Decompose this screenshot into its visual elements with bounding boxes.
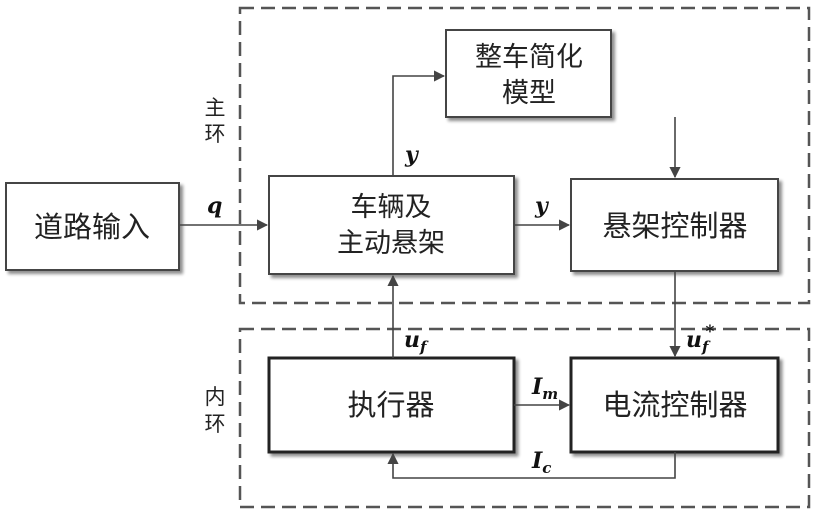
vehicle-suspension-block: 车辆及 主动悬架 bbox=[269, 176, 514, 274]
signal-I-c-subscript: c bbox=[542, 459, 551, 477]
road-input-label: 道路输入 bbox=[34, 210, 150, 244]
signal-y-up: y bbox=[404, 142, 420, 168]
simplified-label-line1: 整车简化 bbox=[475, 42, 583, 73]
signal-u-f-star-superscript: * bbox=[705, 322, 714, 342]
current-controller-label: 电流控制器 bbox=[602, 388, 747, 422]
signal-I-m: Im bbox=[531, 374, 558, 403]
signal-u-f-star: uf* bbox=[686, 322, 714, 356]
vehicle-label-line1: 车辆及 bbox=[351, 192, 432, 223]
suspension-controller-label: 悬架控制器 bbox=[602, 209, 747, 243]
road-input-block: 道路输入 bbox=[6, 183, 179, 270]
actuator-label: 执行器 bbox=[347, 388, 434, 422]
signal-I-c: Ic bbox=[531, 448, 551, 477]
simplified-model-block: 整车简化 模型 bbox=[446, 30, 611, 117]
current-controller-block: 电流控制器 bbox=[571, 358, 778, 452]
signal-y-right: y bbox=[534, 193, 550, 219]
outer-loop-label-1: 主 bbox=[205, 96, 226, 120]
signal-u-f: uf bbox=[404, 327, 429, 356]
inner-loop-label-2: 环 bbox=[205, 412, 226, 436]
simplified-label-line2: 模型 bbox=[502, 78, 556, 109]
outer-loop-label-2: 环 bbox=[205, 122, 226, 146]
signal-I-m-subscript: m bbox=[542, 385, 558, 403]
inner-loop-label-1: 内 bbox=[205, 385, 226, 409]
arrow-vehicle-to-simplified-model bbox=[393, 76, 444, 176]
signal-u-f-subscript: f bbox=[419, 338, 429, 356]
vehicle-label-line2: 主动悬架 bbox=[337, 228, 445, 259]
suspension-controller-block: 悬架控制器 bbox=[571, 179, 778, 271]
actuator-block: 执行器 bbox=[269, 358, 514, 452]
signal-q: q bbox=[207, 193, 222, 219]
